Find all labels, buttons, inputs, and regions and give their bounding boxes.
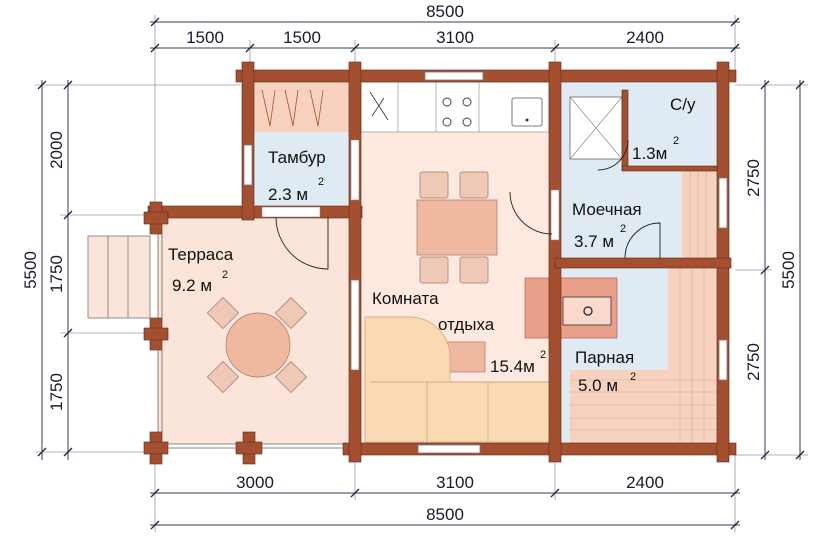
doors: [261, 139, 661, 270]
room-name-lounge-2: отдыха: [438, 315, 495, 334]
room-area-sup: 2: [630, 371, 636, 383]
room-name-terrace: Терраса: [168, 245, 234, 264]
dim-left-3: 1750: [47, 373, 66, 411]
room-name-tambur: Тамбур: [268, 148, 326, 167]
room-labels: Тамбур 2.3 м 2 Терраса 9.2 м 2 Комната о…: [168, 95, 696, 395]
room-area-steam-room: 5.0 м: [578, 376, 618, 395]
dim-bottom-total: 8500: [426, 505, 464, 524]
room-area-terrace: 9.2 м: [172, 276, 212, 295]
room-area-sup: 2: [318, 176, 324, 188]
room-name-washroom: Моечная: [572, 200, 642, 219]
room-area-lounge: 15.4м: [490, 357, 535, 376]
dim-right-total: 5500: [779, 251, 798, 289]
dimension-lines: [35, 15, 808, 532]
dim-top-3: 3100: [436, 28, 474, 47]
furniture: [206, 171, 551, 443]
dim-bottom-1: 3000: [236, 473, 274, 492]
room-area-sup: 2: [673, 135, 679, 147]
dim-left-1: 2000: [47, 131, 66, 169]
dim-bottom-3: 2400: [626, 473, 664, 492]
room-name-lounge: Комната: [372, 289, 439, 308]
room-name-steam-room: Парная: [575, 348, 634, 367]
dim-left-2: 1750: [47, 255, 66, 293]
dim-top-2: 1500: [283, 28, 321, 47]
room-area-sup: 2: [540, 349, 546, 361]
dim-top-4: 2400: [626, 28, 664, 47]
dim-top-total: 8500: [426, 2, 464, 21]
dim-right-2: 2750: [744, 343, 763, 381]
room-area-washroom: 3.7 м: [574, 232, 614, 251]
room-name-wc: С/у: [670, 95, 696, 114]
room-area-sup: 2: [620, 223, 626, 235]
room-area-tambur: 2.3 м: [268, 185, 308, 204]
dim-left-total: 5500: [21, 251, 40, 289]
room-area-sup: 2: [222, 269, 228, 281]
dim-top-1: 1500: [186, 28, 224, 47]
room-area-wc: 1.3м: [632, 144, 667, 163]
dim-bottom-2: 3100: [436, 473, 474, 492]
windows: [243, 71, 728, 454]
dim-right-1: 2750: [744, 159, 763, 197]
